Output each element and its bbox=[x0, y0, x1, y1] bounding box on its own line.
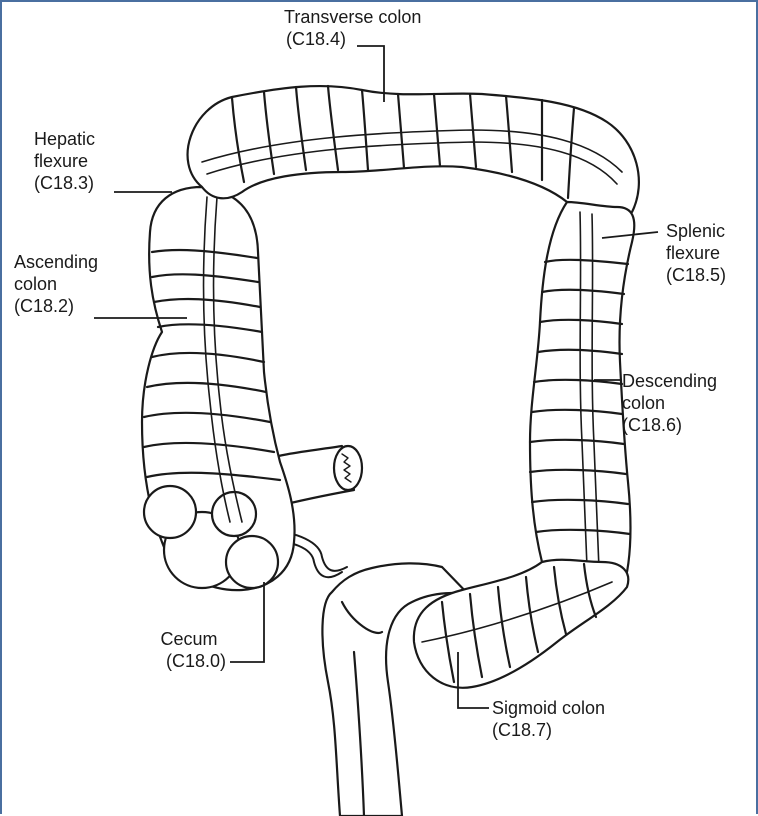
label-splenic-code: (C18.5) bbox=[666, 264, 726, 286]
label-sigmoid-colon: Sigmoid colon (C18.7) bbox=[492, 697, 605, 741]
label-transverse-code: (C18.4) bbox=[284, 28, 421, 50]
label-cecum: Cecum (C18.0) bbox=[152, 628, 226, 672]
label-descending-line1: Descending bbox=[622, 370, 717, 392]
label-descending-code: (C18.6) bbox=[622, 414, 717, 436]
leader-cecum bbox=[230, 582, 264, 662]
label-hepatic-line2: flexure bbox=[34, 150, 95, 172]
label-descending-colon: Descending colon (C18.6) bbox=[622, 370, 717, 436]
label-splenic-line2: flexure bbox=[666, 242, 726, 264]
label-ascending-code: (C18.2) bbox=[14, 295, 98, 317]
label-splenic-flexure: Splenic flexure (C18.5) bbox=[666, 220, 726, 286]
label-splenic-line1: Splenic bbox=[666, 220, 726, 242]
label-ascending-line2: colon bbox=[14, 273, 98, 295]
label-descending-line2: colon bbox=[622, 392, 717, 414]
label-cecum-code: (C18.0) bbox=[152, 650, 226, 672]
label-cecum-name: Cecum bbox=[152, 628, 226, 650]
label-hepatic-flexure: Hepatic flexure (C18.3) bbox=[34, 128, 95, 194]
label-sigmoid-name: Sigmoid colon bbox=[492, 697, 605, 719]
label-sigmoid-code: (C18.7) bbox=[492, 719, 605, 741]
label-transverse-colon: Transverse colon (C18.4) bbox=[284, 6, 421, 50]
label-ascending-colon: Ascending colon (C18.2) bbox=[14, 251, 98, 317]
label-hepatic-code: (C18.3) bbox=[34, 172, 95, 194]
label-transverse-name: Transverse colon bbox=[284, 6, 421, 28]
label-ascending-line1: Ascending bbox=[14, 251, 98, 273]
label-hepatic-line1: Hepatic bbox=[34, 128, 95, 150]
